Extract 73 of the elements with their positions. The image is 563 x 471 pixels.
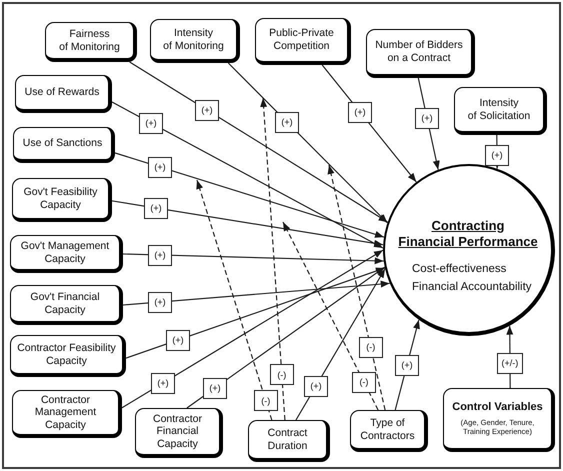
variable-box bbox=[15, 75, 112, 113]
variable-box bbox=[135, 408, 223, 458]
variable-box bbox=[454, 87, 547, 135]
dashed-arrow bbox=[282, 222, 379, 410]
arrow bbox=[112, 102, 384, 249]
arrow bbox=[114, 152, 384, 238]
arrow bbox=[228, 62, 388, 224]
edge-label: (+) bbox=[148, 244, 172, 266]
variable-box bbox=[366, 29, 475, 78]
arrow bbox=[126, 267, 386, 359]
edge-label: (-) bbox=[358, 336, 383, 358]
arrow bbox=[322, 64, 417, 182]
variable-box bbox=[255, 18, 351, 65]
variable-box bbox=[10, 235, 123, 273]
outcome-measure: Financial Accountability bbox=[412, 281, 532, 293]
variable-name: Gov't Management Capacity bbox=[20, 240, 110, 266]
variable-name: Contract Duration bbox=[268, 426, 308, 452]
edge-label: (-) bbox=[270, 364, 294, 386]
edge-label: (+) bbox=[195, 100, 219, 120]
edge-label: (+) bbox=[485, 144, 509, 166]
variable-box bbox=[10, 335, 126, 377]
variable-name: Public-Private Competition bbox=[269, 27, 334, 53]
edge-label: (+) bbox=[395, 354, 419, 376]
edge-label: (+) bbox=[144, 198, 168, 218]
arrow bbox=[186, 266, 386, 408]
arrow bbox=[122, 280, 390, 306]
variable-box bbox=[12, 178, 112, 222]
edge-label: (+) bbox=[304, 376, 328, 396]
edge-label: (+/-) bbox=[496, 352, 524, 374]
variable-name: Intensity of Solicitation bbox=[468, 96, 530, 122]
edge-label: (+) bbox=[203, 378, 227, 398]
variable-name: Use of Rewards bbox=[24, 86, 100, 99]
arrow bbox=[122, 253, 384, 264]
variable-box bbox=[13, 127, 115, 163]
variable-name: Gov't Feasibility Capacity bbox=[24, 186, 98, 212]
edge-label: (+) bbox=[151, 372, 175, 394]
arrow bbox=[394, 320, 420, 410]
dashed-arrow bbox=[196, 180, 272, 420]
arrow bbox=[296, 268, 386, 420]
edge-label: (+) bbox=[275, 112, 299, 132]
variable-box bbox=[45, 22, 137, 62]
variable-name: Number of Bidders on a Contract bbox=[375, 39, 463, 65]
arrow bbox=[418, 78, 440, 170]
variable-box bbox=[350, 410, 428, 452]
edge-label: (+) bbox=[348, 102, 372, 122]
edge-label: (+) bbox=[148, 156, 172, 178]
variable-box bbox=[10, 285, 123, 325]
edge-label: (+) bbox=[148, 292, 172, 312]
variable-name: Intensity of Monitoring bbox=[163, 26, 224, 52]
edge-label: (+) bbox=[166, 330, 190, 350]
variable-name: Type of Contractors bbox=[360, 416, 415, 442]
variable-box bbox=[12, 390, 122, 438]
arrow bbox=[129, 62, 388, 223]
variable-name: Use of Sanctions bbox=[22, 137, 102, 150]
variable-box bbox=[443, 388, 555, 452]
arrow bbox=[122, 250, 384, 408]
edge-label: (-) bbox=[254, 390, 278, 412]
arrow bbox=[112, 200, 384, 247]
dashed-arrow bbox=[260, 98, 286, 420]
variable-box bbox=[248, 420, 330, 462]
edge-label: (+) bbox=[415, 108, 439, 128]
variable-name: Contractor Financial Capacity bbox=[152, 412, 202, 450]
edge-label: (-) bbox=[352, 372, 376, 393]
outcome-title: Contracting Financial Performance bbox=[398, 218, 538, 250]
edge-label: (+) bbox=[139, 112, 163, 134]
variable-box bbox=[150, 19, 240, 63]
variable-name: Gov't Financial Capacity bbox=[30, 290, 100, 316]
variable-name: Control Variables bbox=[452, 401, 543, 415]
variable-name: Contractor Management Capacity bbox=[34, 394, 96, 432]
variable-name: Fairness of Monitoring bbox=[59, 28, 120, 54]
variable-name: Contractor Feasibility Capacity bbox=[17, 342, 116, 368]
outcome-measure: Cost-effectiveness bbox=[412, 263, 506, 275]
dashed-arrow bbox=[328, 164, 386, 410]
